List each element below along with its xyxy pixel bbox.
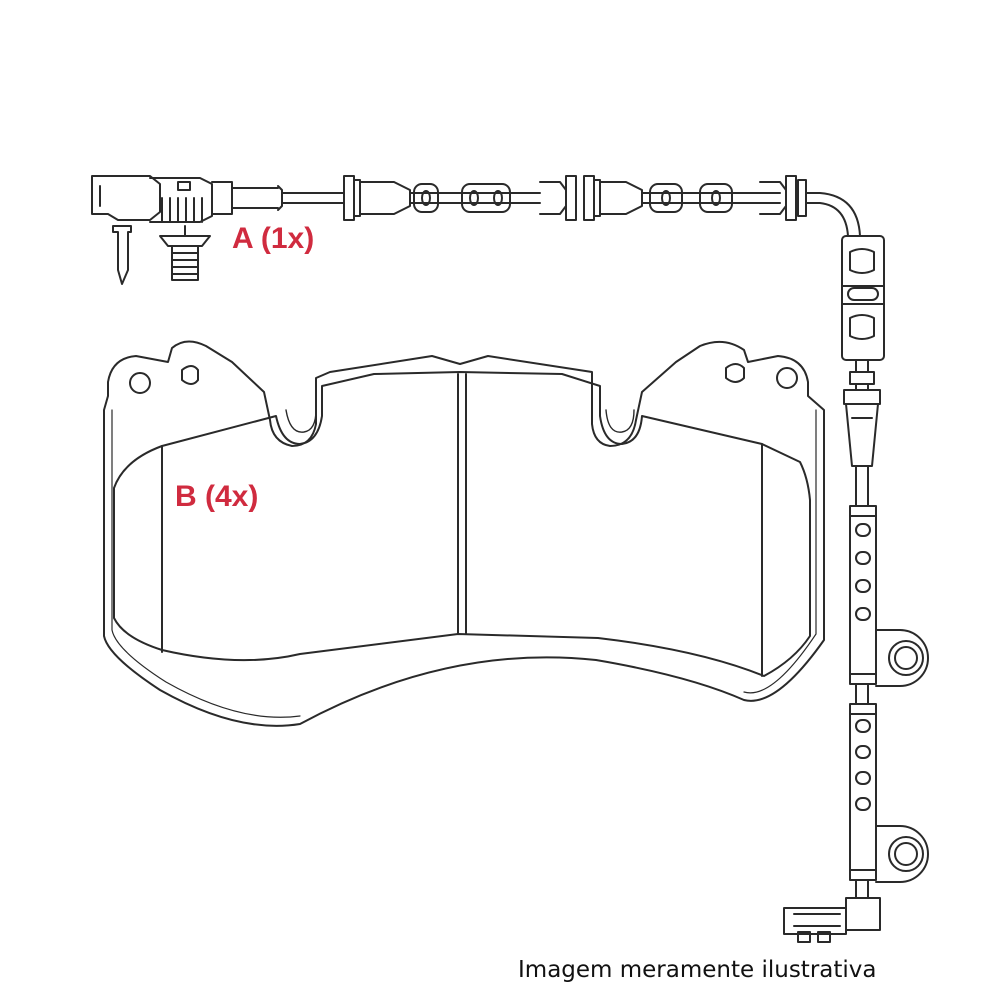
pad-ear-hole-left — [129, 372, 151, 394]
brake-pad-friction-material — [113, 371, 811, 677]
part-b-label: B (4x) — [175, 480, 259, 513]
sensor-connector-plug — [91, 175, 345, 285]
sensor-strip-upper — [849, 505, 929, 705]
wear-sensor-cable — [91, 175, 929, 943]
sensor-strip-lower — [849, 703, 929, 899]
brake-pad — [103, 340, 825, 727]
cable-lower-connector — [843, 359, 881, 507]
sensor-tip — [783, 897, 881, 943]
cable-bend — [805, 192, 861, 237]
brake-pad-backing-plate — [103, 340, 825, 727]
cable-segment-upper-left — [343, 175, 577, 221]
pad-ear-hole-right — [776, 367, 798, 389]
illustration-caption: Imagem meramente ilustrativa — [518, 957, 877, 983]
cable-holder-vertical — [841, 235, 885, 361]
part-a-label: A (1x) — [232, 222, 315, 255]
cable-segment-upper-right — [583, 175, 807, 221]
